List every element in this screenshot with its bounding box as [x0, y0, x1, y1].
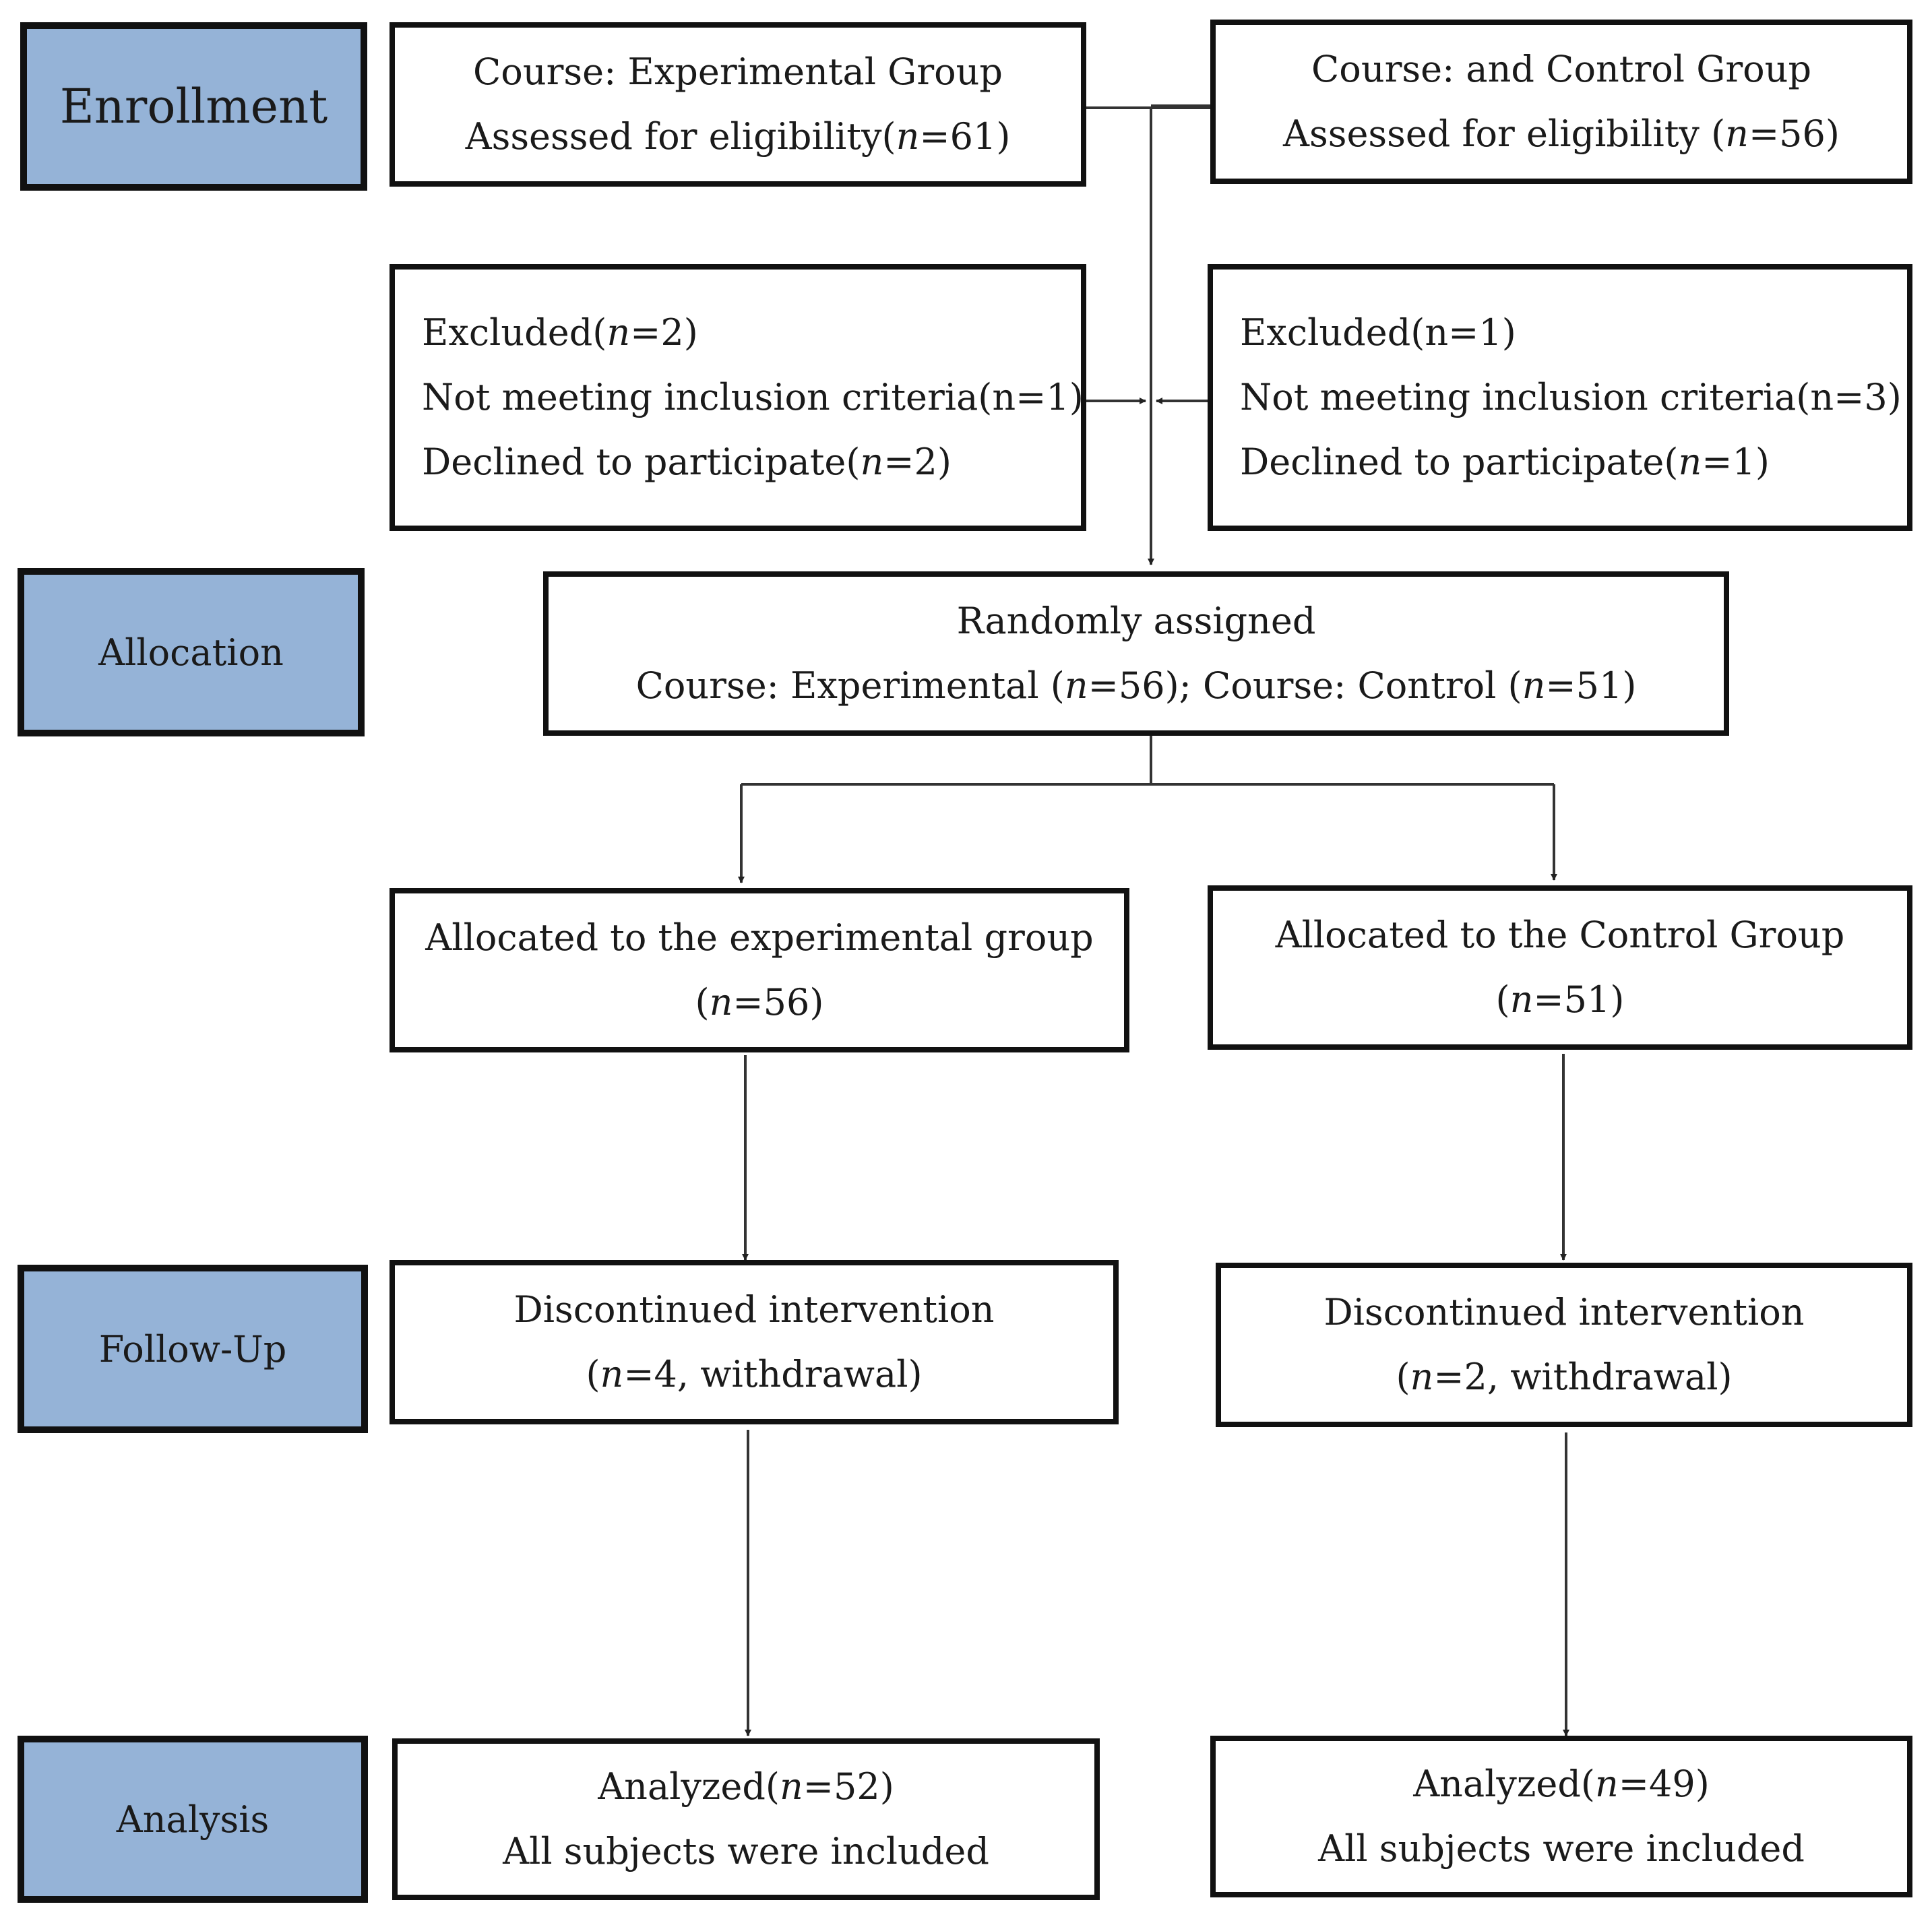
allocated-control-box: Allocated to the Control Group (n=51) — [1208, 885, 1912, 1050]
excluded-control-criteria: Not meeting inclusion criteria(n=3) — [1240, 376, 1902, 418]
allocated-experimental-title: Allocated to the experimental group — [425, 916, 1094, 959]
randomization-counts: Course: Experimental (n=56); Course: Con… — [635, 664, 1637, 707]
stage-follow-up: Follow-Up — [18, 1265, 368, 1433]
analysis-control-note: All subjects were included — [1318, 1827, 1805, 1870]
excluded-control-declined: Declined to participate(n=1) — [1240, 441, 1770, 483]
randomization-title: Randomly assigned — [956, 600, 1316, 642]
followup-experimental-count: (n=4, withdrawal) — [586, 1353, 923, 1395]
randomization-box: Randomly assigned Course: Experimental (… — [543, 571, 1729, 736]
enrollment-control-box: Course: and Control Group Assessed for e… — [1210, 20, 1912, 184]
stage-enrollment: Enrollment — [20, 22, 367, 191]
stage-analysis: Analysis — [18, 1736, 368, 1903]
stage-enrollment-label: Enrollment — [59, 79, 328, 134]
allocated-experimental-count: (n=56) — [695, 981, 824, 1023]
enrollment-control-title: Course: and Control Group — [1311, 48, 1812, 90]
stage-analysis-label: Analysis — [116, 1798, 270, 1841]
excluded-experimental-declined: Declined to participate(n=2) — [422, 441, 952, 483]
excluded-experimental-box: Excluded(n=2) Not meeting inclusion crit… — [389, 264, 1086, 531]
followup-experimental-box: Discontinued intervention (n=4, withdraw… — [389, 1260, 1119, 1424]
followup-control-title: Discontinued intervention — [1323, 1291, 1805, 1333]
analysis-experimental-box: Analyzed(n=52) All subjects were include… — [392, 1738, 1100, 1900]
followup-control-box: Discontinued intervention (n=2, withdraw… — [1216, 1263, 1912, 1427]
excluded-experimental-criteria: Not meeting inclusion criteria(n=1) — [422, 376, 1084, 418]
allocated-experimental-box: Allocated to the experimental group (n=5… — [389, 888, 1129, 1052]
stage-allocation-label: Allocation — [98, 631, 284, 674]
stage-allocation: Allocation — [18, 568, 365, 736]
enrollment-experimental-box: Course: Experimental Group Assessed for … — [389, 22, 1086, 187]
excluded-experimental-total: Excluded(n=2) — [422, 311, 698, 354]
excluded-control-total: Excluded(n=1) — [1240, 311, 1516, 354]
enrollment-experimental-title: Course: Experimental Group — [472, 51, 1003, 93]
enrollment-experimental-count: Assessed for eligibility(n=61) — [465, 115, 1011, 158]
analysis-experimental-note: All subjects were included — [503, 1830, 989, 1872]
allocated-control-title: Allocated to the Control Group — [1275, 914, 1845, 956]
stage-follow-up-label: Follow-Up — [98, 1327, 287, 1370]
enrollment-control-count: Assessed for eligibility (n=56) — [1283, 113, 1840, 155]
analysis-experimental-count: Analyzed(n=52) — [598, 1765, 894, 1808]
allocated-control-count: (n=51) — [1495, 978, 1625, 1021]
followup-experimental-title: Discontinued intervention — [513, 1288, 995, 1331]
analysis-control-box: Analyzed(n=49) All subjects were include… — [1210, 1736, 1912, 1897]
excluded-control-box: Excluded(n=1) Not meeting inclusion crit… — [1208, 264, 1912, 531]
followup-control-count: (n=2, withdrawal) — [1396, 1356, 1733, 1398]
analysis-control-count: Analyzed(n=49) — [1413, 1763, 1710, 1805]
